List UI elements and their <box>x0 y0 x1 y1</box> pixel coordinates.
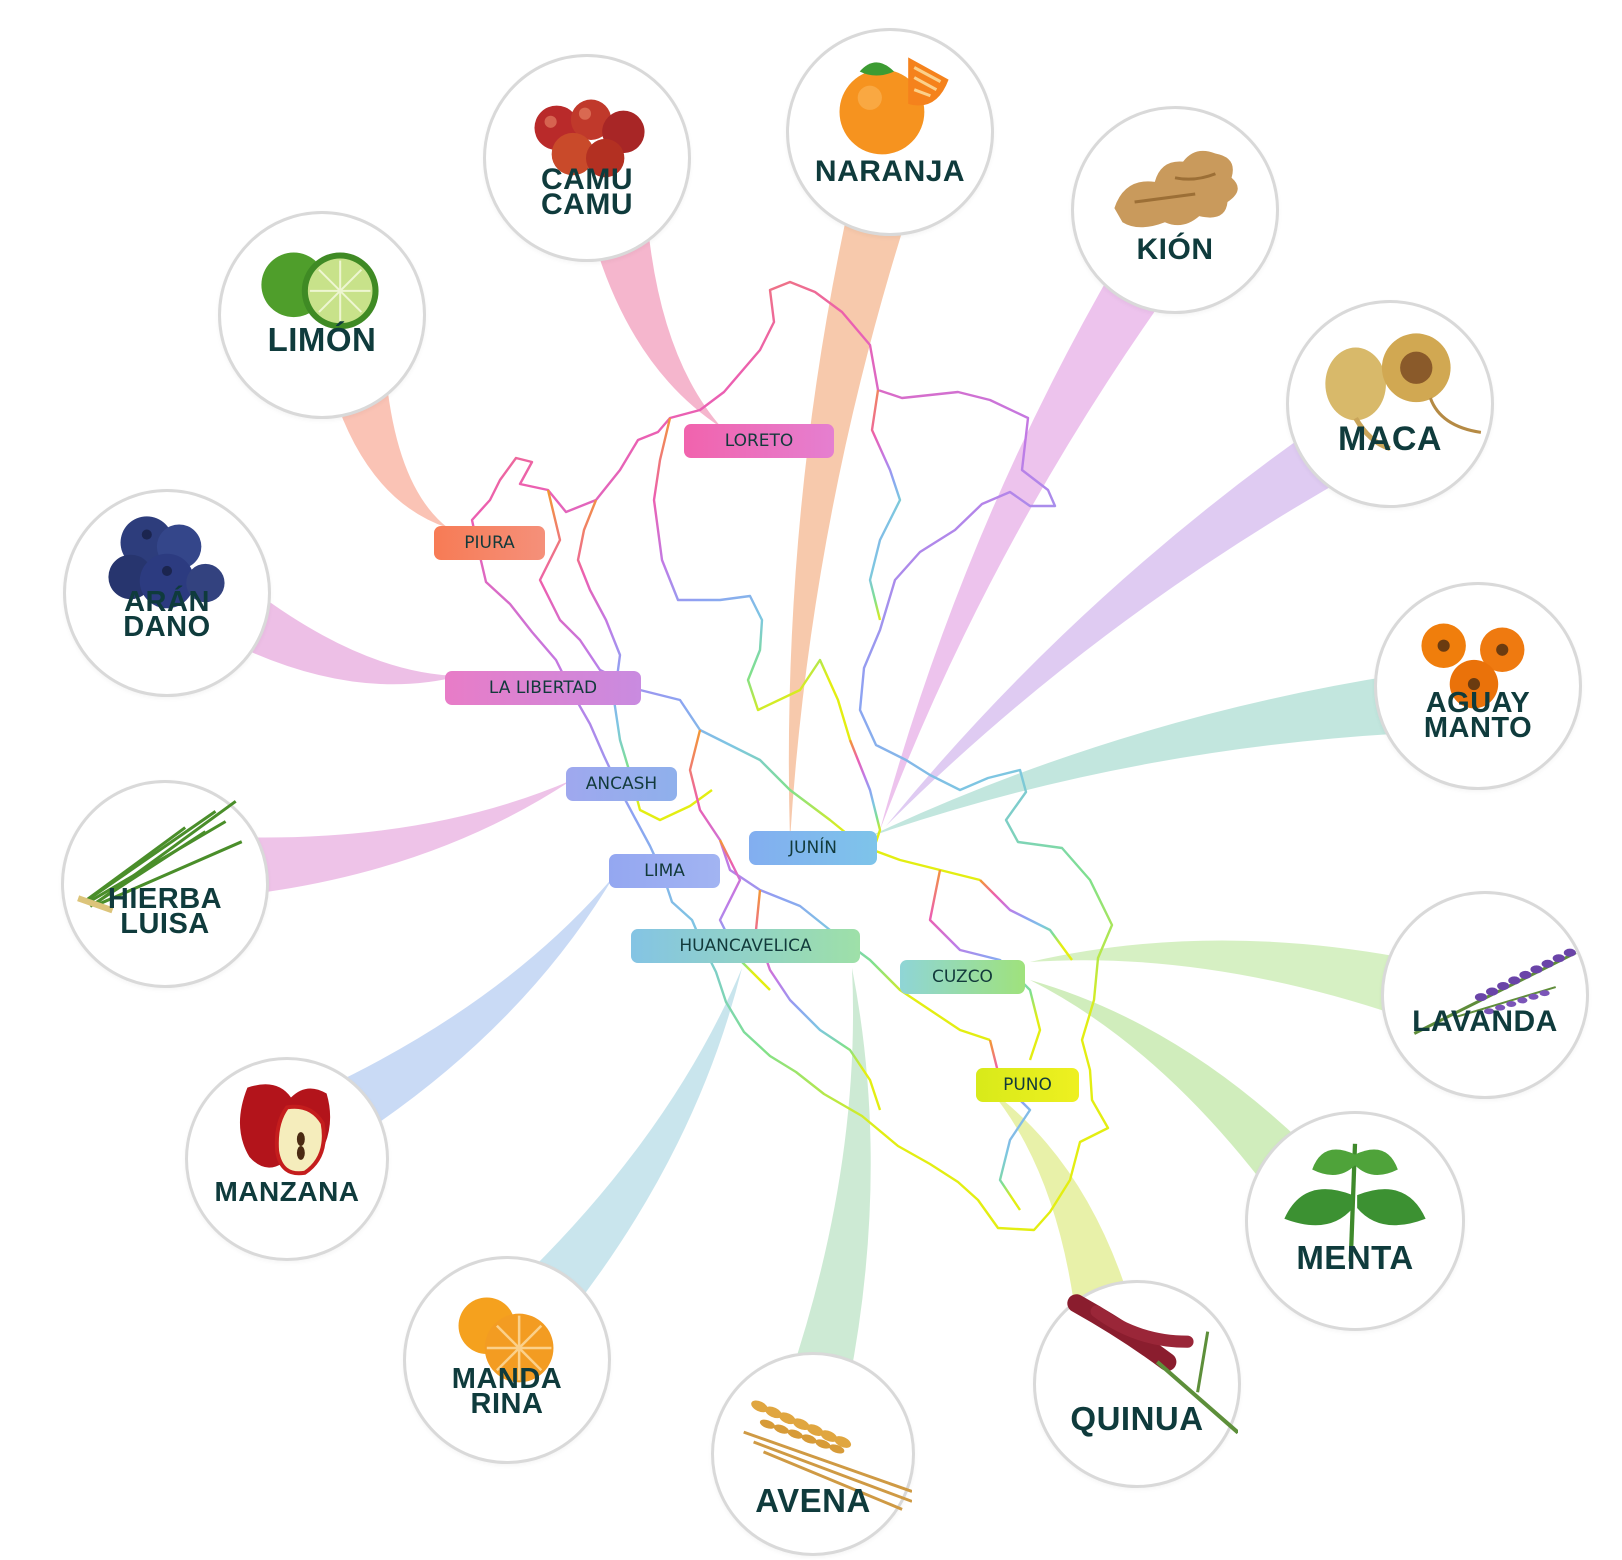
ribbon-apple <box>321 876 614 1135</box>
quinoa-icon-graphic <box>1067 1294 1240 1435</box>
region-tag-huancavelica: HUANCAVELICA <box>631 929 860 963</box>
product-oat: AVENA <box>711 1352 915 1556</box>
product-lavender: LAVANDA <box>1381 891 1589 1099</box>
region-tag-puno: PUNO <box>976 1068 1079 1102</box>
region-border <box>718 839 771 991</box>
blueberry-icon-graphic <box>108 516 225 609</box>
product-mint: MENTA <box>1245 1111 1465 1331</box>
ribbon-mandarin <box>518 968 742 1313</box>
lime-icon-graphic <box>261 252 379 330</box>
product-label: AGUAY MANTO <box>1423 687 1533 745</box>
product-orange: NARANJA <box>786 28 994 236</box>
region-border <box>979 879 1073 961</box>
lemongrass-icon <box>64 771 266 973</box>
lavender-icon-graphic <box>1413 948 1577 1035</box>
product-lemongrass: HIERBA LUISA <box>61 780 269 988</box>
product-label: NARANJA <box>814 154 966 188</box>
apple-icon <box>188 1048 386 1246</box>
product-label: LAVANDA <box>1412 1005 1558 1039</box>
region-border <box>688 729 991 1042</box>
mandarin-icon <box>406 1247 608 1449</box>
product-label: MENTA <box>1296 1239 1414 1277</box>
region-tag-la-libertad: LA LIBERTAD <box>445 671 641 705</box>
camu-camu-icon-graphic <box>534 99 645 178</box>
camu-camu-icon <box>486 45 688 247</box>
product-blueberry: ARÁN DANO <box>63 489 271 697</box>
quinoa-icon <box>1036 1271 1240 1473</box>
product-label: ARÁN DANO <box>123 586 211 643</box>
product-label: MACA <box>1338 419 1442 458</box>
region-border <box>652 417 852 741</box>
lavender-icon <box>1384 882 1586 1084</box>
product-label: LIMÓN <box>267 321 377 359</box>
product-label: CAMU CAMU <box>541 162 633 222</box>
product-mandarin: MANDA RINA <box>403 1256 611 1464</box>
product-apple: MANZANA <box>185 1057 389 1261</box>
maca-icon <box>1289 291 1491 493</box>
region-tag-ancash: ANCASH <box>566 767 677 801</box>
mint-icon <box>1248 1101 1462 1315</box>
orange-icon-graphic <box>839 57 949 155</box>
product-label: KIÓN <box>1136 232 1214 266</box>
product-label: MANZANA <box>214 1176 360 1207</box>
maca-icon-graphic <box>1325 333 1482 451</box>
product-quinoa: QUINUA <box>1033 1280 1241 1488</box>
goldenberry-icon-graphic <box>1421 623 1525 709</box>
region-tag-junín: JUNÍN <box>749 831 877 865</box>
product-ginger: KIÓN <box>1071 106 1279 314</box>
ribbon-quinoa <box>990 1090 1132 1333</box>
peru-outline <box>470 280 1114 1232</box>
product-label: MANDA RINA <box>451 1363 563 1421</box>
ribbon-ginger <box>880 262 1171 830</box>
product-label: HIERBA LUISA <box>107 883 223 940</box>
goldenberry-icon <box>1377 573 1579 775</box>
product-label: AVENA <box>755 1482 871 1520</box>
ribbon-oat <box>788 968 871 1386</box>
mint-icon-graphic <box>1284 1143 1426 1262</box>
apple-icon-graphic <box>239 1084 331 1176</box>
peru-map <box>470 280 1114 1232</box>
mandarin-icon-graphic <box>458 1297 554 1383</box>
orange-icon <box>789 19 991 221</box>
product-goldenberry: AGUAY MANTO <box>1374 582 1582 790</box>
region-tag-piura: PIURA <box>434 526 545 560</box>
product-camu-camu: CAMU CAMU <box>483 54 691 262</box>
ribbon-lemongrass <box>228 780 572 896</box>
ribbon-lavender <box>1030 940 1415 1020</box>
oat-icon <box>714 1343 913 1541</box>
region-tag-lima: LIMA <box>609 854 720 888</box>
region-tag-cuzco: CUZCO <box>900 960 1025 994</box>
product-lime: LIMÓN <box>218 211 426 419</box>
region-border <box>868 389 902 621</box>
lemongrass-icon-graphic <box>77 799 243 914</box>
ribbon-maca <box>886 427 1354 826</box>
ribbon-mint <box>1030 980 1312 1200</box>
ribbon-camu-camu <box>592 209 722 428</box>
product-maca: MACA <box>1286 300 1494 508</box>
ribbon-goldenberry <box>866 674 1415 838</box>
oat-icon-graphic <box>743 1400 913 1511</box>
ribbon-orange <box>788 199 910 840</box>
ginger-icon <box>1074 97 1276 299</box>
blueberry-icon <box>66 480 268 682</box>
product-label: QUINUA <box>1070 1400 1204 1438</box>
ribbon-blueberry <box>228 583 460 685</box>
ginger-icon-graphic <box>1114 150 1238 228</box>
lime-icon <box>221 202 423 404</box>
region-tag-loreto: LORETO <box>684 424 834 458</box>
